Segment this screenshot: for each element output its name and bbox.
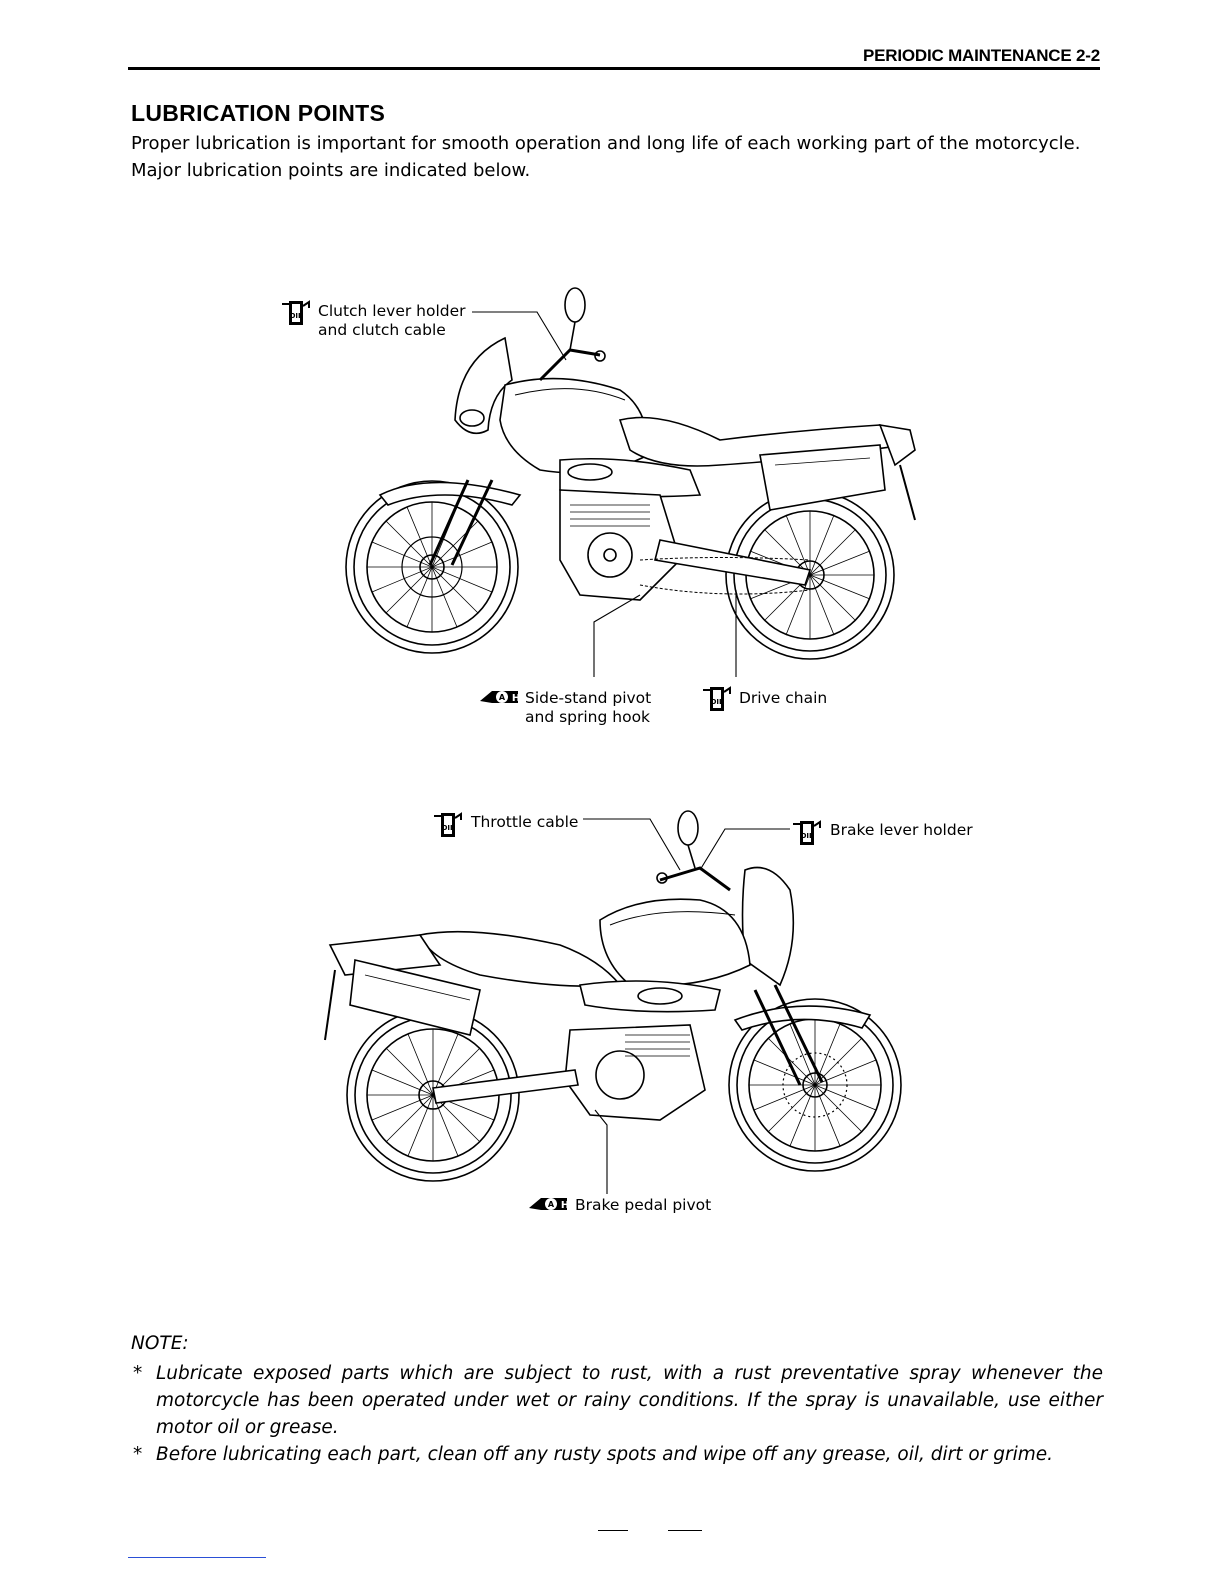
footer-mark [668,1530,702,1531]
note-heading: NOTE: [131,1333,189,1354]
header-rule [128,67,1100,70]
svg-text:OIL: OIL [441,824,455,832]
note-bullet: * [133,1444,143,1465]
note-bullet: * [133,1363,143,1384]
front-wheel-2 [728,998,902,1172]
label-drive-chain: Drive chain [739,689,828,707]
label-side-stand-line-2: and spring hook [525,708,651,726]
oil-can-icon: OIL [703,686,731,711]
label-throttle-cable: Throttle cable [471,813,579,831]
front-wheel [345,480,519,654]
label-clutch-line-1: Clutch lever holder [318,302,466,320]
grease-gun-icon: A H [480,691,520,704]
svg-text:OIL: OIL [710,698,724,706]
svg-text:A: A [499,693,506,702]
section-title: LUBRICATION POINTS [131,100,386,126]
intro-paragraph-2: Major lubrication points are indicated b… [131,160,531,181]
grease-gun-icon: A H [529,1198,569,1211]
note-item-text: Before lubricating each part, clean off … [156,1444,1053,1465]
label-side-stand-line-1: Side-stand pivot [525,689,652,707]
oil-can-icon: OIL [793,820,821,845]
label-brake-lever-holder: Brake lever holder [830,821,973,839]
page-header: PERIODIC MAINTENANCE 2-2 [128,40,1100,70]
header-title: PERIODIC MAINTENANCE 2-2 [862,46,1100,65]
note-item: * Before lubricating each part, clean of… [131,1441,1103,1468]
label-brake-pedal-pivot: Brake pedal pivot [575,1196,712,1214]
footer-mark [598,1530,628,1531]
footer-underline [128,1557,266,1558]
svg-text:OIL: OIL [289,312,303,320]
svg-text:A: A [548,1200,555,1209]
rear-wheel [725,490,895,660]
oil-can-icon: OIL [434,812,462,837]
note-item: * Lubricate exposed parts which are subj… [131,1360,1103,1441]
svg-text:H: H [512,693,520,704]
svg-text:H: H [561,1200,569,1211]
rear-wheel-2 [346,1008,520,1182]
intro-paragraph-1: Proper lubrication is important for smoo… [131,133,1081,154]
intro-text: Proper lubrication is important for smoo… [131,130,1101,184]
svg-text:OIL: OIL [800,832,814,840]
note-item-text: Lubricate exposed parts which are subjec… [156,1363,1103,1438]
note-block: NOTE: * Lubricate exposed parts which ar… [131,1330,1103,1468]
label-clutch-line-2: and clutch cable [318,321,446,339]
oil-can-icon: OIL [282,300,310,325]
